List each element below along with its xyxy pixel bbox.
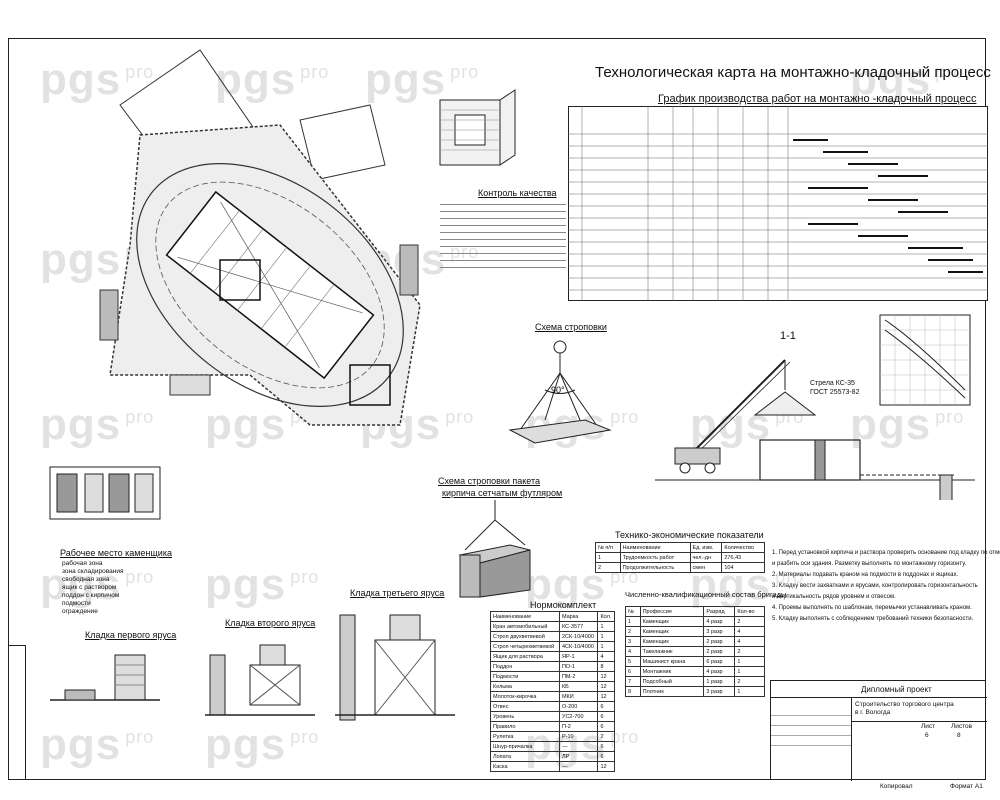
side-stamp — [8, 645, 26, 780]
quality-text-block — [440, 198, 566, 316]
teo-header: Наименование — [619, 542, 691, 553]
tier1-drawing — [50, 654, 160, 701]
teo-table: № п/п Наименование Ед. изм. Количество 1… — [595, 542, 765, 573]
legend-item: поддон с кирпичом — [62, 592, 120, 599]
tier2-drawing — [205, 644, 315, 716]
quality-title: Контроль качества — [478, 188, 557, 198]
legend-item: свободная зона — [62, 576, 110, 583]
stamp-desc-1: Строительство торгового центра — [855, 701, 954, 708]
site-plan-drawing — [99, 49, 421, 426]
legend-item: рабочая зона — [62, 560, 103, 567]
brigade-header: Профессия — [639, 606, 705, 617]
brigade-title: Численно-квалификационный состав бригады — [625, 590, 787, 599]
stamp-sheets-label: Листов — [951, 723, 973, 730]
wall-fragment-drawing — [439, 89, 516, 166]
note-line: 4. Проемы выполнять по шаблонам, перемыч… — [772, 605, 972, 611]
norm-title: Нормокомплект — [530, 600, 597, 610]
package-scheme-drawing — [458, 500, 531, 598]
stamp-sheet-label: Лист — [921, 723, 936, 730]
tier3-title: Кладка третьего яруса — [350, 588, 445, 598]
stamp-sheet: 6 — [925, 732, 929, 739]
legend-item: зона складирования — [62, 568, 124, 575]
norm-header: Наименование — [490, 611, 560, 622]
norm-header: Марка — [558, 611, 599, 622]
title-block: Дипломный проект Строительство торгового… — [770, 680, 987, 781]
note-line: 5. Кладку выполнять с соблюдением требов… — [772, 616, 974, 622]
norm-header: Кол. — [597, 611, 615, 622]
legend-item: ящик с раствором — [62, 584, 117, 591]
note-line: и вертикальность рядов уровнем и отвесом… — [772, 594, 896, 600]
tier2-title: Кладка второго яруса — [225, 618, 316, 628]
brigade-header: Кол-во — [734, 606, 765, 617]
table-row: Каска—12 — [490, 761, 615, 772]
note-line: и разбить оси здания. Разметку выполнять… — [772, 561, 967, 567]
sheet-frame — [8, 38, 986, 780]
workplace-legend: рабочая зона зона складирования свободна… — [62, 560, 124, 616]
sling-angle: 90° — [551, 385, 565, 395]
page-title: Технологическая карта на монтажно-кладоч… — [595, 64, 991, 81]
brigade-header: Разряд — [703, 606, 736, 617]
workplace-title: Рабочее место каменщика — [60, 548, 172, 558]
brigade-header: № — [625, 606, 641, 617]
notes-block: 1. Перед установкой кирпича и раствора п… — [772, 548, 1000, 625]
package-scheme-title-1: Схема строповки пакета — [438, 476, 541, 486]
note-line: 1. Перед установкой кирпича и раствора п… — [772, 550, 1000, 556]
copied-label: Копировал — [880, 783, 913, 790]
note-line: 2. Материалы подавать краном на подмости… — [772, 572, 959, 578]
table-row: Шнур-причалка—6 — [490, 741, 615, 752]
tier3-drawing — [335, 614, 455, 721]
schedule-grid — [568, 106, 988, 301]
package-scheme-title-2: кирпича сетчатым футляром — [442, 488, 563, 498]
teo-header: № п/п — [595, 542, 621, 553]
stamp-title: Дипломный проект — [861, 685, 932, 694]
crane-gost: ГОСТ 25573-82 — [810, 389, 860, 396]
sling-scheme-drawing: 90° — [508, 340, 612, 444]
stamp-sheets: 8 — [957, 732, 961, 739]
norm-table: Наименование Марка Кол. Кран автомобильн… — [490, 611, 615, 772]
section-title: 1-1 — [780, 330, 796, 342]
crane-capacity-chart — [879, 314, 971, 406]
sling-scheme-title: Схема строповки — [535, 322, 607, 332]
crane-label: Стрела КС-35 — [810, 380, 855, 387]
note-line: 3. Кладку вести захватками и ярусами, ко… — [772, 583, 978, 589]
stamp-desc-2: в г. Вологда — [855, 709, 891, 716]
section-drawing — [655, 359, 975, 500]
legend-item: ограждение — [62, 608, 98, 615]
teo-header: Ед. изм. — [689, 542, 723, 553]
format-label: Формат А1 — [950, 783, 983, 790]
workplace-drawing — [49, 466, 161, 520]
teo-header: Количество — [721, 542, 765, 553]
schedule-title: График производства работ на монтажно -к… — [658, 93, 977, 105]
teo-title: Технико-экономические показатели — [615, 530, 764, 540]
tier1-title: Кладка первого яруса — [85, 630, 177, 640]
legend-item: подмости — [62, 600, 91, 607]
